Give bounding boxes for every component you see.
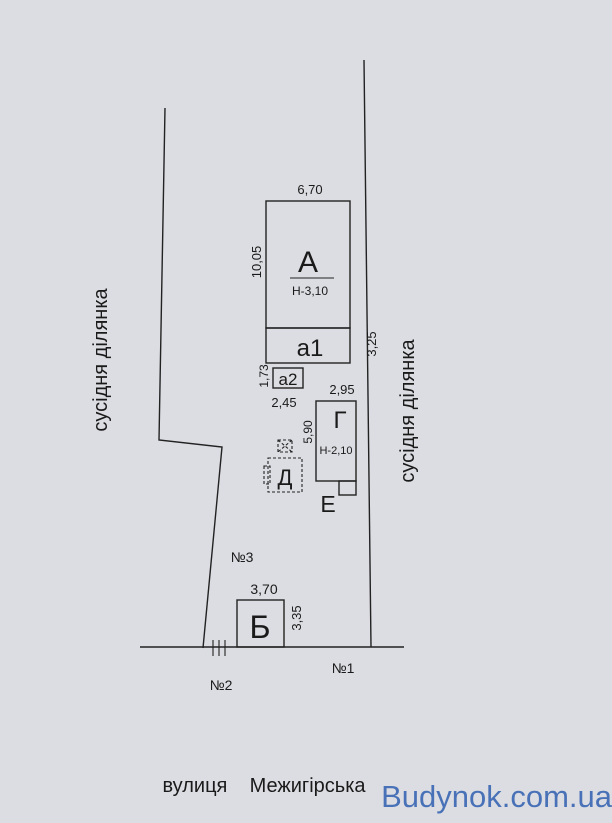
plot-number-3: №3 [231, 549, 254, 565]
shed-e-outline [338, 480, 357, 496]
annex-a1-dim: 3,25 [364, 331, 379, 356]
building-a-length-dim: 10,05 [249, 246, 264, 279]
building-b-outline [236, 599, 285, 648]
right-plot-boundary [363, 59, 372, 648]
annex-a2-dim-h: 2,45 [271, 395, 296, 410]
plot-number-1: №1 [332, 660, 355, 676]
building-b-length-dim: 3,35 [289, 605, 304, 630]
building-b-letter: Б [250, 609, 271, 645]
structure-d-letter: Д [278, 465, 293, 490]
annex-a2-outline [272, 367, 304, 389]
left-plot-boundary [158, 107, 223, 649]
annex-a2-letter: а2 [279, 370, 298, 389]
right-neighbor-label: сусідня ділянка [397, 338, 419, 482]
building-a-height: Н-3,10 [292, 284, 328, 298]
building-a-width-dim: 6,70 [297, 182, 322, 197]
annex-a2-dim-v: 1,73 [257, 364, 271, 388]
left-neighbor-label: сусідня ділянка [90, 287, 112, 431]
building-g-length-dim: 5,90 [301, 420, 315, 444]
structure-d [263, 439, 303, 493]
building-b-width-dim: 3,70 [250, 581, 277, 597]
building-g-outline [315, 400, 357, 482]
annex-a1-outline [265, 327, 351, 364]
shed-e-letter: Е [320, 491, 335, 517]
building-a-letter: А [298, 246, 318, 279]
building-g-width-dim: 2,95 [329, 382, 354, 397]
building-g-height: Н-2,10 [319, 445, 352, 457]
plot-number-2: №2 [210, 677, 233, 693]
building-g-letter: Г [334, 407, 347, 434]
annex-a1-letter: а1 [297, 335, 324, 362]
street-label: вулиця Межигірська [162, 775, 366, 797]
boundary-marker [212, 640, 226, 656]
watermark: Budynok.com.ua [381, 779, 612, 814]
